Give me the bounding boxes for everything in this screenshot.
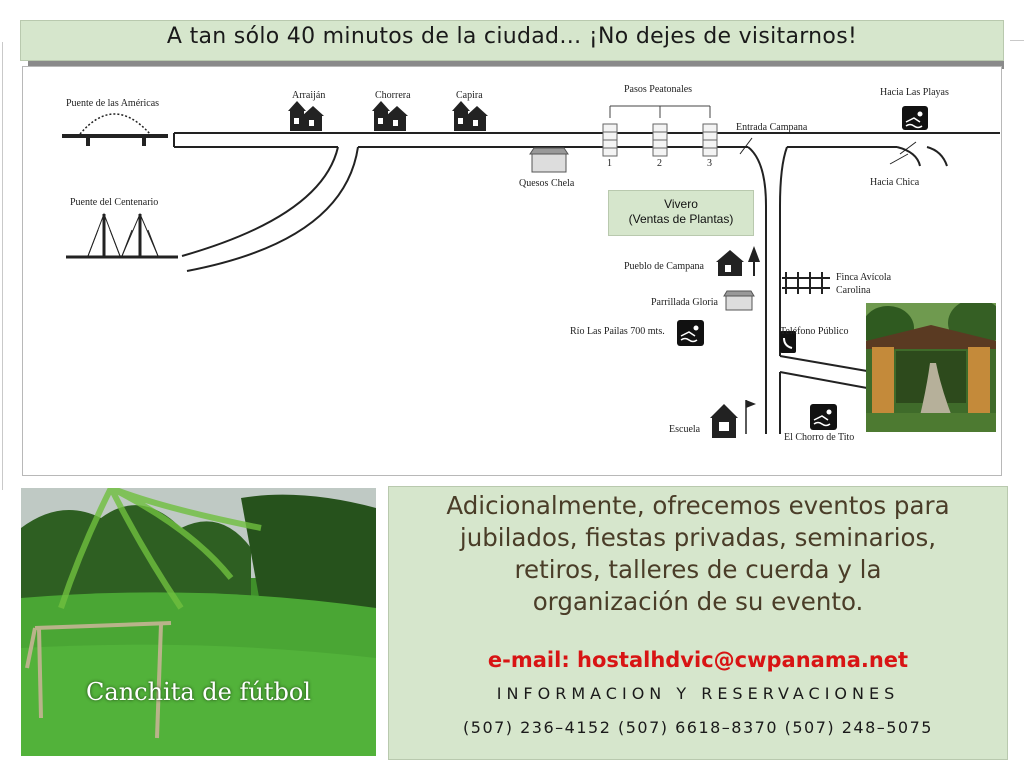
- label-chorrera: Chorrera: [375, 90, 411, 101]
- village-icon: [288, 101, 324, 131]
- vivero-callout: Vivero (Ventas de Plantas): [608, 190, 754, 236]
- info-panel: [388, 486, 1008, 760]
- reservations-heading: INFORMACION Y RESERVACIONES: [496, 684, 900, 703]
- banner-title: A tan sólo 40 minutos de la ciudad… ¡No …: [166, 24, 858, 49]
- house-tree-icon: [716, 246, 760, 276]
- phone-numbers: (507) 236–4152 (507) 6618–8370 (507) 248…: [463, 718, 933, 737]
- entrance-photo: [866, 303, 996, 432]
- route-map: [62, 101, 1000, 438]
- label-parrillada-gloria: Parrillada Gloria: [651, 297, 718, 308]
- label-entrada-campana: Entrada Campana: [736, 122, 808, 133]
- label-capira: Capira: [456, 90, 483, 101]
- label-finca-avicola: Finca Avícola: [836, 272, 892, 283]
- label-puente-americas: Puente de las Américas: [66, 98, 160, 109]
- email-link[interactable]: e-mail: hostalhdvic@cwpanama.net: [487, 648, 909, 672]
- services-description: Adicionalmente, ofrecemos eventos para j…: [400, 490, 996, 618]
- vivero-subtitle: (Ventas de Plantas): [628, 212, 734, 226]
- right-divider: [1010, 40, 1024, 49]
- left-divider: [2, 42, 3, 490]
- crosswalk-icon: [602, 123, 718, 157]
- label-hacia-chica: Hacia Chica: [870, 177, 920, 188]
- label-chorro-tito: El Chorro de Tito: [784, 432, 855, 443]
- label-pasos-peatonales: Pasos Peatonales: [624, 84, 693, 95]
- fence-icon: [782, 272, 830, 294]
- village-icon: [452, 101, 488, 131]
- services-line-4: organización de su evento.: [532, 587, 864, 616]
- label-quesos-chela: Quesos Chela: [519, 178, 575, 189]
- swimming-icon: [677, 320, 704, 346]
- telephone-icon: [780, 331, 796, 353]
- label-arraijan: Arraiján: [292, 90, 326, 101]
- shop-icon: [723, 290, 755, 311]
- label-paso-3: 3: [707, 158, 712, 169]
- shop-icon: [529, 147, 569, 173]
- services-line-2: jubilados, fiestas privadas, seminarios,: [459, 523, 937, 552]
- label-telefono-publico: Teléfono Público: [780, 326, 849, 337]
- village-icon: [372, 101, 408, 131]
- label-puente-centenario: Puente del Centenario: [70, 197, 159, 208]
- label-escuela: Escuela: [669, 424, 701, 435]
- bridge-cable-icon: [66, 212, 178, 259]
- header-banner: [20, 20, 1004, 61]
- main-highway: [173, 132, 1000, 434]
- vivero-title: Vivero: [664, 197, 698, 211]
- swimming-icon: [902, 106, 928, 130]
- label-pueblo-campana: Pueblo de Campana: [624, 261, 704, 272]
- services-line-3: retiros, talleres de cuerda y la: [514, 555, 882, 584]
- label-paso-1: 1: [607, 158, 612, 169]
- label-finca-carolina: Carolina: [836, 285, 871, 296]
- services-line-1: Adicionalmente, ofrecemos eventos para: [446, 491, 950, 520]
- school-icon: [710, 400, 756, 438]
- field-caption: Canchita de fútbol: [86, 678, 311, 706]
- football-field-photo: [21, 488, 376, 756]
- bridge-arch-icon: [62, 113, 168, 146]
- label-paso-2: 2: [657, 158, 662, 169]
- map-panel: [22, 66, 1002, 476]
- label-hacia-las-playas: Hacia Las Playas: [880, 87, 949, 98]
- swimming-icon: [810, 404, 837, 430]
- label-rio-las-pailas: Río Las Pailas 700 mts.: [570, 326, 665, 337]
